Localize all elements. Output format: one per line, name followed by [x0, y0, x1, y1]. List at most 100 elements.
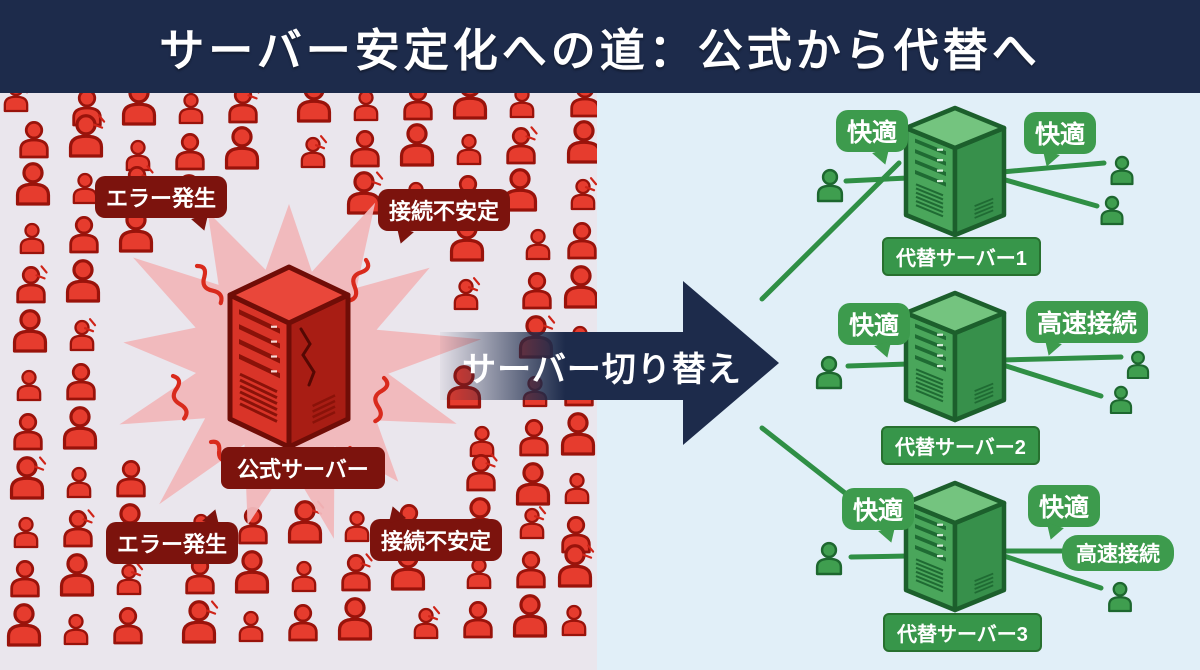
- red-user-icon: [238, 610, 264, 643]
- page-title: サーバー安定化への道：公式から代替へ: [159, 25, 1041, 76]
- red-user-icon: [456, 133, 482, 166]
- red-user-icon: [525, 228, 551, 261]
- red-user-icon: [69, 216, 99, 254]
- switch-arrow: [440, 281, 779, 445]
- red-user-icon: [557, 544, 593, 588]
- red-user-icon: [66, 466, 92, 499]
- red-user-icon: [564, 472, 590, 505]
- red-user-icon: [522, 272, 552, 310]
- red-user-icon: [13, 413, 43, 451]
- red-user-icon: [463, 601, 493, 639]
- red-user-icon: [337, 597, 373, 641]
- red-user-icon: [350, 130, 380, 168]
- alt-server-2-tower: [903, 290, 1007, 423]
- red-user-icon: [512, 594, 548, 638]
- stress-spark-icon: [314, 135, 328, 150]
- red-user-icon: [519, 419, 549, 457]
- stress-spark-icon: [247, 93, 260, 100]
- red-user-icon: [403, 93, 433, 121]
- alt-servers-layer: [903, 105, 1007, 613]
- red-user-icon: [175, 133, 205, 171]
- alt-server-2-label: 代替サーバー2: [881, 426, 1040, 465]
- red-user-icon: [59, 553, 95, 597]
- green-user-icon: [815, 355, 843, 390]
- red-user-icon: [469, 425, 495, 458]
- unstable-bubble-top-right: 接続不安定: [378, 189, 511, 231]
- red-user-icon: [116, 563, 142, 596]
- red-user-icon: [453, 278, 479, 311]
- red-user-icon: [566, 120, 597, 164]
- red-user-icon: [515, 462, 551, 506]
- red-user-icon: [452, 93, 488, 120]
- red-user-icon: [13, 516, 39, 549]
- server1-left-bubble: 快適: [836, 110, 909, 152]
- stress-spark-icon: [467, 277, 481, 292]
- red-user-icon: [516, 551, 546, 589]
- red-user-icon: [399, 123, 435, 167]
- red-user-icon: [466, 454, 496, 492]
- stress-spark-icon: [82, 509, 95, 524]
- red-user-icon: [16, 369, 42, 402]
- stress-spark-icon: [581, 544, 595, 559]
- red-user-icon: [116, 460, 146, 498]
- stress-spark-icon: [360, 553, 373, 568]
- stress-spark-icon: [485, 453, 498, 468]
- green-user-icon: [1100, 195, 1124, 226]
- red-user-icon: [178, 93, 204, 125]
- stress-spark-icon: [83, 318, 97, 333]
- red-user-icon: [288, 604, 318, 642]
- alt-server-1-label: 代替サーバー1: [882, 237, 1041, 276]
- red-user-icon: [6, 603, 42, 647]
- red-user-icon: [561, 604, 587, 637]
- red-user-icon: [65, 259, 101, 303]
- red-user-icon: [19, 121, 49, 159]
- stress-spark-icon: [130, 562, 144, 577]
- server3-speed-badge: 高速接続: [1062, 535, 1174, 571]
- red-user-icon: [567, 222, 597, 260]
- official-server-label: 公式サーバー: [221, 447, 385, 489]
- red-user-icon: [62, 406, 98, 450]
- red-user-icon: [570, 178, 596, 211]
- red-user-icon: [519, 507, 545, 540]
- green-user-icon: [1109, 385, 1133, 415]
- red-user-icon: [125, 139, 151, 172]
- stress-spark-icon: [370, 171, 384, 186]
- red-user-icon: [12, 309, 48, 353]
- red-user-icon: [10, 560, 40, 598]
- red-user-icon: [560, 412, 596, 456]
- title-bar: サーバー安定化への道：公式から代替へ: [0, 0, 1200, 93]
- red-user-icon: [19, 222, 45, 255]
- red-user-icon: [341, 554, 371, 592]
- green-user-icon: [816, 168, 844, 203]
- red-user-icon: [413, 607, 439, 640]
- red-user-icon: [509, 93, 535, 119]
- server2-right-bubble: 高速接続: [1026, 301, 1149, 343]
- alt-server-3-label: 代替サーバー3: [883, 613, 1042, 652]
- red-user-icon: [344, 510, 370, 543]
- red-user-icon: [16, 266, 46, 304]
- red-user-icon: [234, 550, 270, 594]
- red-user-icon: [291, 560, 317, 593]
- error-bubble-top-left: エラー発生: [95, 176, 228, 218]
- stress-spark-icon: [33, 456, 47, 471]
- green-user-icon: [1126, 350, 1150, 380]
- red-user-icon: [563, 265, 597, 309]
- red-user-icon: [121, 93, 157, 126]
- red-user-icon: [287, 500, 323, 544]
- stress-spark-icon: [427, 606, 441, 621]
- red-user-icon: [228, 93, 258, 124]
- red-user-icon: [296, 93, 332, 123]
- red-user-icon: [66, 363, 96, 401]
- red-user-icon: [69, 319, 95, 352]
- official-server-icon: [227, 264, 351, 450]
- alt-server-1-tower: [903, 105, 1007, 238]
- unstable-bubble-bottom-right: 接続不安定: [370, 519, 503, 561]
- server1-right-bubble: 快適: [1024, 112, 1097, 154]
- stress-spark-icon: [35, 265, 48, 280]
- green-user-icon: [815, 541, 843, 576]
- switch-arrow-label: サーバー切り替え: [462, 351, 742, 389]
- red-user-icon: [224, 126, 260, 170]
- red-user-icon: [300, 136, 326, 169]
- official-server-tower: [227, 264, 351, 450]
